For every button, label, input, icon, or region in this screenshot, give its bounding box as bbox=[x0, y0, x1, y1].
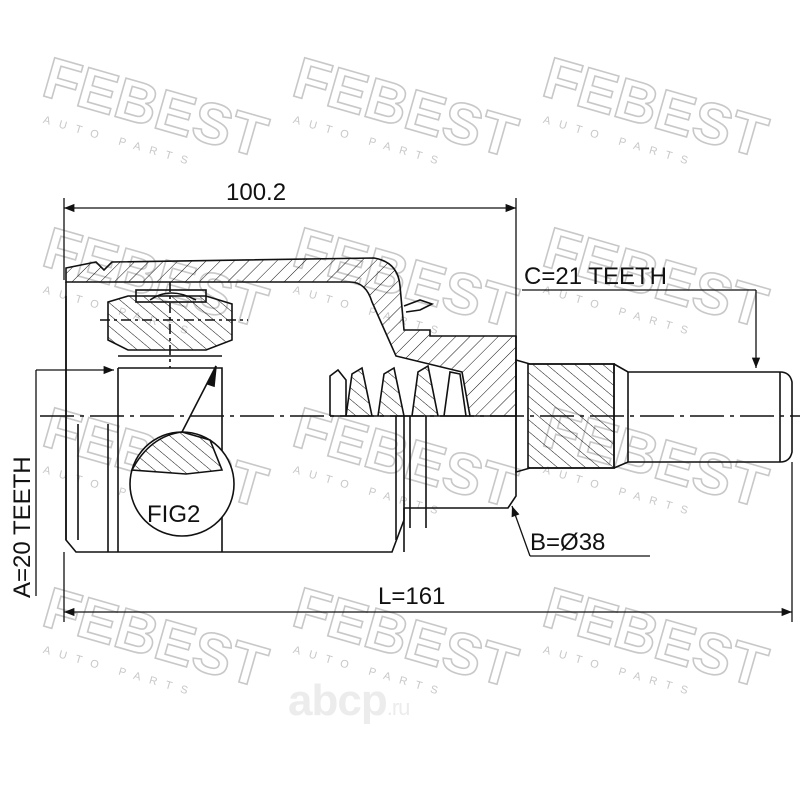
site-watermark-tld: .ru bbox=[386, 695, 411, 720]
dim-diameter bbox=[511, 505, 650, 557]
fig2-label: FIG2 bbox=[147, 501, 200, 528]
dim-outer-spline bbox=[522, 289, 761, 368]
housing bbox=[65, 257, 517, 553]
dim-inner-spline-label: A=20 TEETH bbox=[9, 456, 36, 598]
site-watermark-name: abcp bbox=[288, 676, 388, 725]
dim-total-length bbox=[63, 462, 793, 622]
dim-inner-spline bbox=[35, 365, 114, 596]
watermark-group: FEBEST AUTO PARTS FEBEST AUTO PARTS FEBE… bbox=[36, 44, 775, 701]
dim-outer-spline-label: C=21 TEETH bbox=[524, 263, 667, 290]
dim-top-length bbox=[63, 198, 517, 338]
dim-diameter-label: B=Ø38 bbox=[530, 529, 605, 556]
fig2-detail bbox=[129, 365, 235, 537]
dim-top-length-label: 100.2 bbox=[226, 179, 286, 206]
dim-total-length-label: L=161 bbox=[378, 583, 445, 610]
site-watermark: abcp.ru bbox=[288, 676, 411, 726]
